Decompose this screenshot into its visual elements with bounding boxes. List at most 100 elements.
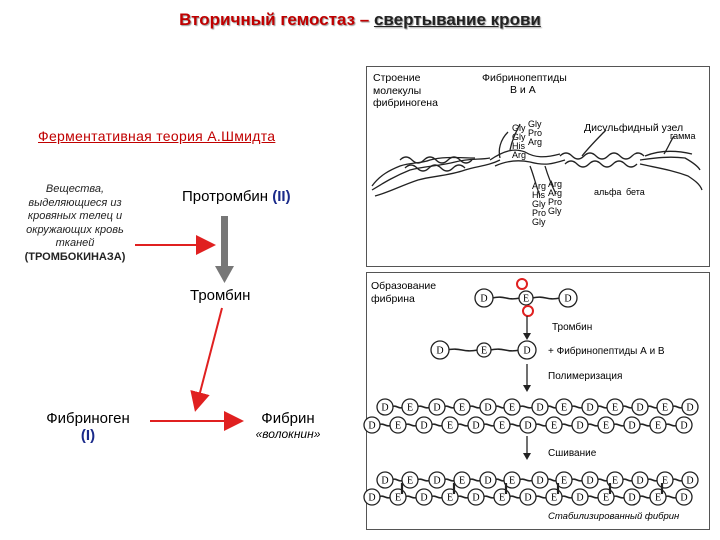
polymer-strand-top-node-5-letter: E xyxy=(509,403,515,414)
monomer-link-right xyxy=(531,296,561,300)
aa-left-2: His xyxy=(512,141,525,151)
polymer-strand-top-node-3-circle xyxy=(453,398,471,416)
stable-strand-bottom-node-8-circle xyxy=(571,488,589,506)
polymer-strand-top-node-1-circle xyxy=(401,398,419,416)
fibrin-monomer-link-left xyxy=(445,348,479,352)
page-title: Вторичный гемостаз – свертывание крови xyxy=(0,10,720,30)
stable-strand-top-node-3-letter: E xyxy=(459,476,465,487)
polymer-strand-top-node-11-circle xyxy=(656,398,674,416)
stable-strand-top-node-2-circle xyxy=(428,471,446,489)
fibrin-monomer-e-circle xyxy=(476,342,492,358)
gamma-label: гамма xyxy=(670,131,696,141)
polymer-strand-top-node-10-letter: D xyxy=(636,403,643,414)
aa-pro-2: Arg xyxy=(528,137,543,147)
thrombin-label: Тромбин xyxy=(190,287,251,304)
arrow-step3-head xyxy=(523,453,531,460)
polymer-strand-top-node-9-letter: E xyxy=(612,403,618,414)
stable-strand-top-node-0-circle xyxy=(376,471,394,489)
stable-strand-top-node-11-letter: E xyxy=(662,476,668,487)
aa-pro-list: Gly Pro Arg xyxy=(528,120,542,147)
stable-strand-bottom-node-2-circle xyxy=(415,488,433,506)
polymer-strand-top-node-9-circle xyxy=(606,398,624,416)
aa-right-0: Arg xyxy=(532,181,547,191)
polymer-strand-bottom-node-0-circle xyxy=(363,416,381,434)
stabilized-fibrin-caption: Стабилизированный фибрин xyxy=(548,511,680,522)
aa-right2-2: Pro xyxy=(548,197,563,207)
stable-strand-top-node-7-circle xyxy=(555,471,573,489)
prothrombin-label: Протромбин (II) xyxy=(182,188,291,205)
polymer-strand-bottom-node-8-letter: D xyxy=(576,421,583,432)
polymer-strand-bottom-node-3-circle xyxy=(441,416,459,434)
polymer-strand-bottom-node-8-circle xyxy=(571,416,589,434)
monomer-d-left-circle xyxy=(474,288,494,308)
fibrin-monomer-d-right-circle xyxy=(517,340,537,360)
gray-arrow-head xyxy=(215,266,234,283)
step-polymerization: Полимеризация xyxy=(548,371,623,382)
polymer-strand-bottom-node-9-letter: E xyxy=(603,421,609,432)
polymer-strand-top-node-8-letter: D xyxy=(586,403,593,414)
stable-strand-bottom-node-7-letter: E xyxy=(551,493,557,504)
polymer-strand-top-node-11-letter: E xyxy=(662,403,668,414)
polymer-strand-bottom-node-9-circle xyxy=(597,416,615,434)
aa-right-2: Gly xyxy=(532,199,546,209)
polymer-strand-bottom-node-2-letter: D xyxy=(420,421,427,432)
polymer-strand-top-node-12-circle xyxy=(681,398,699,416)
alpha-label: альфа xyxy=(594,187,622,197)
stable-strand-top-node-6-letter: D xyxy=(536,476,543,487)
stable-strand-bottom-node-9-letter: E xyxy=(603,493,609,504)
substances-text: Вещества, выделяющиеся из кровяных телец… xyxy=(26,183,124,249)
arrow-step2-head xyxy=(523,385,531,392)
stable-strand-top-node-10-letter: D xyxy=(636,476,643,487)
aa-right2-0: Arg xyxy=(548,179,563,189)
polymer-strand-bottom-node-4-circle xyxy=(467,416,485,434)
polymer-strand-bottom-node-5-letter: E xyxy=(499,421,505,432)
stable-strand-bottom-node-1-letter: E xyxy=(395,493,401,504)
beta-label: бета xyxy=(626,187,645,197)
polymer-strand-top-node-5-circle xyxy=(503,398,521,416)
aa-left-1: Gly xyxy=(512,132,526,142)
stable-strand-bottom-node-12-circle xyxy=(675,488,693,506)
polymer-strand-top-node-7-letter: E xyxy=(561,403,567,414)
stable-strand-bottom-node-0-circle xyxy=(363,488,381,506)
aa-pro-0: Gly xyxy=(528,119,542,129)
polymer-strand-top-node-6-circle xyxy=(531,398,549,416)
polymer-strand-bottom-node-6-circle xyxy=(519,416,537,434)
polymer-strand-bottom-node-4-letter: D xyxy=(472,421,479,432)
polymer-strand-top-node-0-circle xyxy=(376,398,394,416)
stable-strand-bottom-node-6-letter: D xyxy=(524,493,531,504)
stable-strand-top-node-1-circle xyxy=(401,471,419,489)
step-fibrinopeptides: + Фибринопептиды А и В xyxy=(548,346,665,357)
aa-right-3: Pro xyxy=(532,208,547,218)
monomer-e-letter: E xyxy=(523,294,529,305)
polymer-strand-top-node-2-letter: D xyxy=(433,403,440,414)
polymer-strand-top-node-6-letter: D xyxy=(536,403,543,414)
step-thrombin: Тромбин xyxy=(552,322,593,333)
fibrinogen-roman: (I) xyxy=(80,427,96,444)
aa-left-3: Arg xyxy=(512,150,527,160)
stable-strand-top-node-6-circle xyxy=(531,471,549,489)
substances-label: Вещества, выделяющиеся из кровяных телец… xyxy=(6,183,144,264)
stable-strand-top-node-1-letter: E xyxy=(407,476,413,487)
fibrinopeptides-label: Фибринопептиды xyxy=(482,72,567,84)
polymer-strand-top-node-2-circle xyxy=(428,398,446,416)
polymer-strand-bottom-node-7-circle xyxy=(545,416,563,434)
fibrin-label: Фибрин «волокнин» xyxy=(238,410,338,441)
polymer-strand-bottom-node-2-circle xyxy=(415,416,433,434)
fibrinopeptide-marker-top xyxy=(516,278,528,290)
stable-strand-top-node-10-circle xyxy=(631,471,649,489)
polymer-strand-bottom-node-0-letter: D xyxy=(368,421,375,432)
red-arrow-thrombin xyxy=(190,307,223,412)
polymer-strand-bottom-node-7-letter: E xyxy=(551,421,557,432)
fibrin-sub: «волокнин» xyxy=(255,427,321,441)
stable-strand-top-node-12-letter: D xyxy=(686,476,693,487)
stable-strand-top-node-12-circle xyxy=(681,471,699,489)
theory-heading: Ферментативная теория А.Шмидта xyxy=(38,128,276,144)
fibrinopeptide-marker-bottom xyxy=(522,305,534,317)
stable-strand-bottom-node-2-letter: D xyxy=(420,493,427,504)
stable-strand-top-node-8-circle xyxy=(581,471,599,489)
polymer-strand-bottom-node-6-letter: D xyxy=(524,421,531,432)
aa-right-1: His xyxy=(532,190,545,200)
polymer-strand-top-node-4-circle xyxy=(479,398,497,416)
aa-pro-1: Pro xyxy=(528,128,543,138)
